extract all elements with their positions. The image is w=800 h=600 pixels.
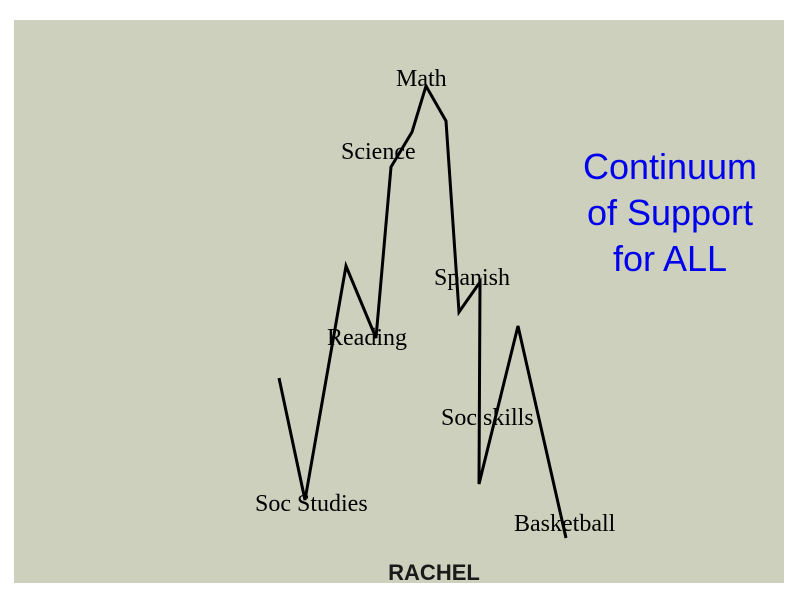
subject-label-spanish: Spanish	[434, 265, 511, 291]
subject-label-science: Science	[341, 139, 416, 165]
title-line-1: Continuum	[582, 146, 758, 187]
subject-label-math: Math	[396, 66, 447, 92]
subject-label-basketball: Basketball	[514, 511, 616, 537]
slide-title: Continuum of Support for ALL	[554, 144, 786, 282]
subject-label-reading: Reading	[327, 325, 407, 351]
subject-label-soc-studies: Soc Studies	[255, 491, 368, 517]
slide-canvas: Math Science Spanish Reading Soc skills …	[14, 20, 786, 585]
student-name: RACHEL	[388, 560, 480, 585]
title-line-2: of Support	[586, 192, 754, 233]
subject-label-soc-skills: Soc skills	[441, 405, 534, 431]
support-path	[277, 82, 568, 539]
title-line-3: for ALL	[612, 238, 728, 279]
support-zigzag-line	[277, 82, 568, 539]
